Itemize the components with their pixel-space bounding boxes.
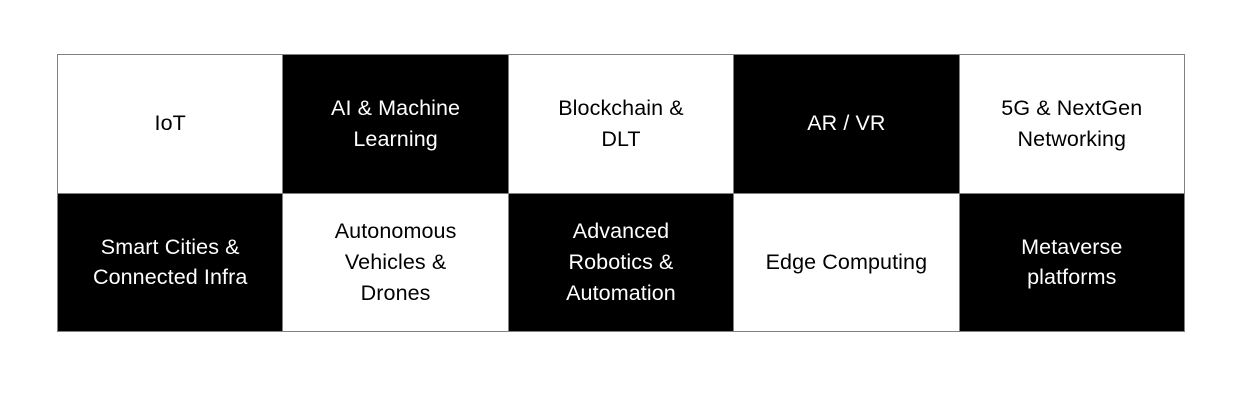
matrix-cell-r2c4[interactable]: Edge Computing bbox=[734, 193, 959, 331]
matrix-cell-label: Autonomous Vehicles & Drones bbox=[334, 219, 457, 305]
matrix-cell-label: Edge Computing bbox=[765, 249, 928, 274]
matrix-cell-label: Blockchain & DLT bbox=[558, 96, 684, 151]
matrix-cell-label: Advanced Robotics & Automation bbox=[566, 219, 676, 305]
matrix-cell-r1c2[interactable]: AI & Machine Learning bbox=[283, 55, 508, 193]
matrix-cell-r2c1[interactable]: Smart Cities & Connected Infra bbox=[58, 193, 283, 331]
matrix-cell-r1c3[interactable]: Blockchain & DLT bbox=[508, 55, 734, 193]
matrix-cell-label: Metaverse platforms bbox=[1021, 234, 1123, 290]
matrix-cell-r1c5[interactable]: 5G & NextGen Networking bbox=[959, 55, 1184, 193]
matrix-cell-r2c2[interactable]: Autonomous Vehicles & Drones bbox=[283, 193, 508, 331]
emerging-technology-matrix: IoT AI & Machine Learning Blockchain & D… bbox=[57, 54, 1185, 332]
matrix-cell-r2c5[interactable]: Metaverse platforms bbox=[959, 193, 1184, 331]
matrix-cell-label: AI & Machine Learning bbox=[331, 96, 461, 151]
matrix-cell-r2c3[interactable]: Advanced Robotics & Automation bbox=[508, 193, 734, 331]
matrix-cell-label: 5G & NextGen Networking bbox=[1001, 96, 1143, 151]
matrix-cell-r1c4[interactable]: AR / VR bbox=[734, 55, 959, 193]
matrix-cell-label: AR / VR bbox=[807, 111, 886, 136]
matrix-cell-label: Smart Cities & Connected Infra bbox=[92, 234, 248, 290]
matrix-cell-label: IoT bbox=[154, 111, 186, 136]
matrix-cell-r1c1[interactable]: IoT bbox=[58, 55, 283, 193]
